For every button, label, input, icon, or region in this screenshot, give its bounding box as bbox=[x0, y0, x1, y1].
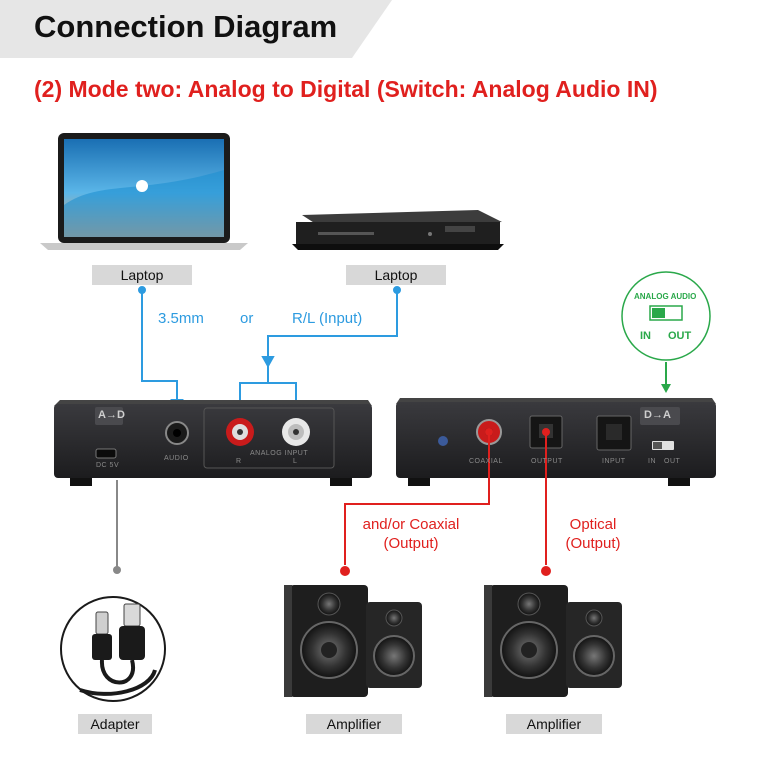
back-port-coaxial: COAXIAL bbox=[469, 458, 503, 465]
aux-label: 3.5mm bbox=[158, 310, 204, 327]
rl-input-label: R/L (Input) bbox=[292, 310, 363, 327]
laptop-label: Laptop bbox=[92, 265, 192, 285]
back-switch-out: OUT bbox=[664, 458, 681, 465]
back-switch-in: IN bbox=[648, 458, 656, 465]
converter-front-device bbox=[54, 400, 372, 486]
back-badge: D→A bbox=[644, 409, 671, 421]
front-port-audio: AUDIO bbox=[164, 455, 189, 462]
dvd-player-image bbox=[292, 210, 504, 250]
adapter-label: Adapter bbox=[78, 714, 152, 734]
switch-badge-out: OUT bbox=[668, 330, 692, 342]
switch-badge-in: IN bbox=[640, 330, 651, 342]
rl-connection-line bbox=[239, 286, 401, 407]
player-label: Laptop bbox=[346, 265, 446, 285]
speaker-pair-right-image bbox=[484, 585, 622, 697]
amplifier-right-label: Amplifier bbox=[506, 714, 602, 734]
switch-badge bbox=[621, 271, 711, 393]
adapter-cable-image bbox=[60, 596, 166, 702]
coaxial-label-line2: (Output) bbox=[383, 535, 439, 552]
optical-label-line2: (Output) bbox=[565, 535, 621, 552]
speaker-pair-left-image bbox=[284, 585, 422, 697]
switch-badge-title: ANALOG AUDIO bbox=[634, 292, 697, 301]
page-title: Connection Diagram bbox=[34, 9, 338, 44]
front-port-group: ANALOG INPUT bbox=[250, 450, 309, 457]
mode-subtitle: (2) Mode two: Analog to Digital (Switch:… bbox=[34, 76, 658, 102]
or-label: or bbox=[240, 310, 254, 327]
front-port-r: R bbox=[236, 458, 242, 465]
optical-label-line1: Optical bbox=[569, 516, 617, 533]
adapter-connection-line bbox=[113, 480, 121, 574]
converter-back-device bbox=[396, 398, 716, 486]
title-banner bbox=[0, 0, 392, 58]
front-port-l: L bbox=[293, 458, 298, 465]
front-port-dc: DC 5V bbox=[96, 462, 120, 469]
amplifier-left-label: Amplifier bbox=[306, 714, 402, 734]
laptop-image bbox=[40, 133, 248, 250]
aux-connection-line bbox=[138, 286, 184, 410]
optical-connection-line bbox=[541, 428, 551, 576]
coaxial-label-line1: and/or Coaxial bbox=[362, 516, 460, 533]
coaxial-connection-line bbox=[340, 428, 493, 576]
front-badge: A→D bbox=[98, 409, 125, 421]
back-port-input: INPUT bbox=[602, 458, 626, 465]
back-port-output: OUTPUT bbox=[531, 458, 563, 465]
